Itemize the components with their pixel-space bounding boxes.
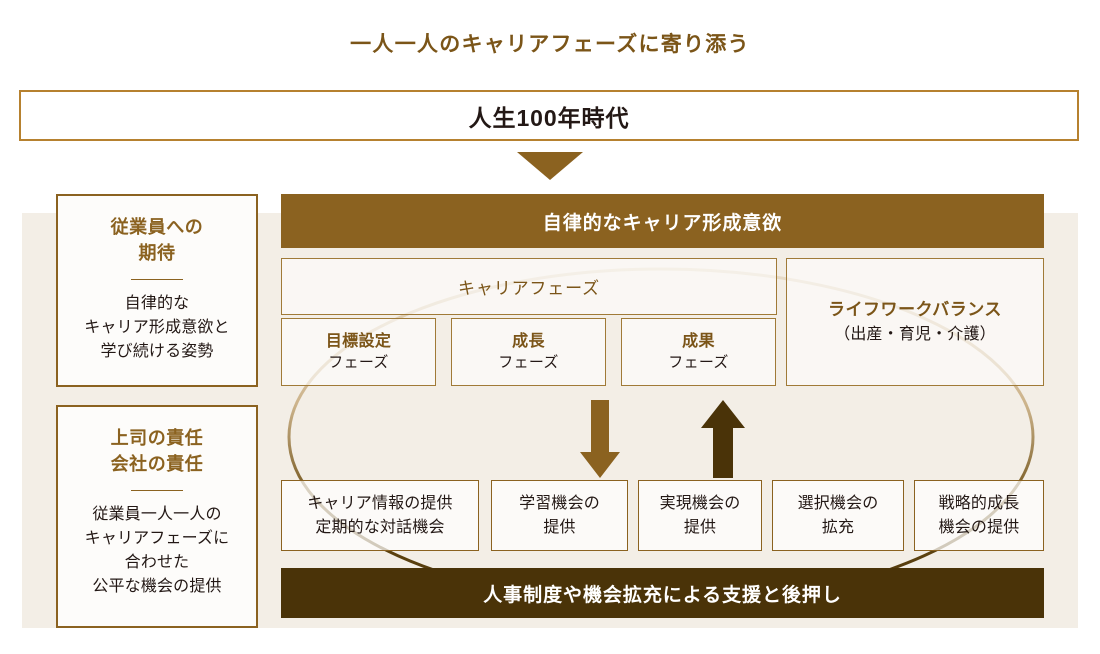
support-box-line2: 定期的な対話機会 — [315, 518, 445, 536]
support-box-line1: 実現機会の — [659, 495, 741, 513]
support-box-career-info: キャリア情報の提供 定期的な対話機会 — [281, 480, 479, 551]
sidebar-card-body-line1: 従業員一人一人の — [92, 506, 222, 524]
career-phase-group: キャリアフェーズ — [281, 258, 777, 315]
life-work-balance-line1: ライフワークバランス — [828, 300, 1002, 320]
arrow-down-icon — [580, 400, 620, 478]
career-phase-group-label: キャリアフェーズ — [458, 279, 600, 298]
support-box-line2: 提供 — [683, 518, 717, 536]
phase-box-line1: 成果 — [682, 333, 715, 351]
phase-box-line2: フェーズ — [498, 353, 559, 371]
banner-bottom-label: 人事制度や機会拡充による支援と後押し — [483, 584, 842, 606]
sidebar-card-body-line3: 学び続ける姿勢 — [100, 343, 214, 361]
sidebar-card-body-line4: 公平な機会の提供 — [92, 578, 222, 596]
triangle-down-icon — [517, 152, 583, 180]
banner-top-label: 自律的なキャリア形成意欲 — [542, 212, 783, 234]
banner-career-motivation: 自律的なキャリア形成意欲 — [281, 194, 1044, 248]
arrow-up-icon — [701, 400, 745, 478]
sidebar-card-body-line2: キャリア形成意欲と — [84, 319, 230, 337]
sidebar-card-title-line1: 上司の責任 — [110, 428, 204, 448]
divider — [131, 279, 183, 281]
sidebar-card-title-line2: 期待 — [138, 243, 176, 264]
support-box-line1: 戦略的成長 — [938, 495, 1020, 513]
sidebar-card-title-line1: 従業員への — [110, 217, 204, 237]
sidebar-card-body-line1: 自律的な — [124, 295, 190, 313]
support-box-line2: 拡充 — [821, 518, 855, 536]
era-box-label: 人生100年時代 — [468, 104, 630, 131]
support-box-strategic-growth: 戦略的成長 機会の提供 — [914, 480, 1044, 551]
phase-box-results: 成果 フェーズ — [621, 318, 776, 386]
support-box-line2: 機会の提供 — [938, 518, 1020, 536]
life-work-balance-box: ライフワークバランス （出産・育児・介護） — [786, 258, 1044, 386]
support-box-line2: 提供 — [543, 518, 576, 536]
support-box-line1: 学習機会の — [519, 495, 600, 513]
sidebar-card-title-line2: 会社の責任 — [110, 454, 204, 475]
page-title: 一人一人のキャリアフェーズに寄り添う — [350, 33, 750, 56]
sidebar-card-manager-company-responsibility: 上司の責任 会社の責任 従業員一人一人の キャリアフェーズに 合わせた 公平な機… — [56, 405, 258, 628]
phase-box-growth: 成長 フェーズ — [451, 318, 606, 386]
support-box-line1: キャリア情報の提供 — [307, 495, 453, 513]
era-box: 人生100年時代 — [19, 90, 1079, 141]
sidebar-card-body: 従業員一人一人の キャリアフェーズに 合わせた 公平な機会の提供 — [58, 503, 256, 599]
divider — [131, 490, 183, 492]
phase-box-line2: フェーズ — [668, 353, 729, 371]
support-box-realization-opportunity: 実現機会の 提供 — [638, 480, 762, 551]
life-work-balance-line2: （出産・育児・介護） — [834, 325, 996, 343]
support-box-choice-expansion: 選択機会の 拡充 — [772, 480, 904, 551]
sidebar-card-title: 従業員への 期待 — [58, 214, 256, 266]
support-box-learning-opportunity: 学習機会の 提供 — [491, 480, 628, 551]
support-box-line1: 選択機会の — [797, 495, 879, 513]
sidebar-card-body: 自律的な キャリア形成意欲と 学び続ける姿勢 — [58, 292, 256, 364]
sidebar-card-employee-expectation: 従業員への 期待 自律的な キャリア形成意欲と 学び続ける姿勢 — [56, 194, 258, 387]
phase-box-line1: 目標設定 — [325, 333, 392, 351]
banner-hr-support: 人事制度や機会拡充による支援と後押し — [281, 568, 1044, 618]
sidebar-card-body-line2: キャリアフェーズに — [84, 530, 230, 548]
phase-box-goal-setting: 目標設定 フェーズ — [281, 318, 436, 386]
phase-box-line1: 成長 — [512, 333, 545, 351]
sidebar-card-body-line3: 合わせた — [124, 554, 190, 572]
phase-box-line2: フェーズ — [328, 353, 389, 371]
sidebar-card-title: 上司の責任 会社の責任 — [58, 425, 256, 477]
